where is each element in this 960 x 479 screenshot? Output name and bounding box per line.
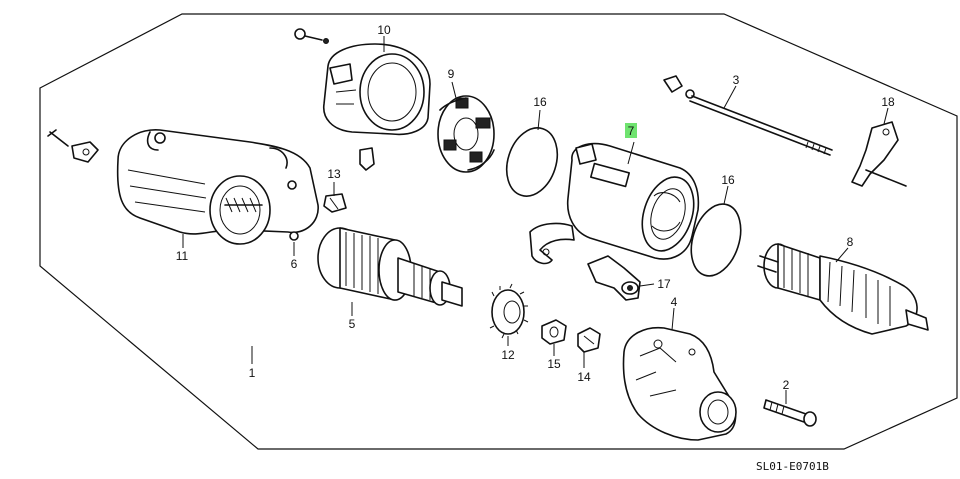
callout-17[interactable]: 17 <box>657 277 671 291</box>
callout-7[interactable]: 7 <box>628 124 635 138</box>
part-3-through-bolt[interactable] <box>663 75 833 156</box>
part-10-clip <box>359 147 375 171</box>
callout-13[interactable]: 13 <box>327 167 341 181</box>
callout-4[interactable]: 4 <box>671 295 678 309</box>
callouts: 1 2 3 4 5 6 7 8 9 10 11 12 13 14 15 16 1… <box>176 23 895 392</box>
callout-6[interactable]: 6 <box>291 257 298 271</box>
part-2-bolt[interactable] <box>763 399 817 427</box>
part-12-gear[interactable] <box>489 283 529 339</box>
callout-8[interactable]: 8 <box>847 235 854 249</box>
callout-15[interactable]: 15 <box>547 357 561 371</box>
part-13-bushing[interactable] <box>323 193 347 213</box>
part-8-armature[interactable] <box>757 243 929 335</box>
callout-2[interactable]: 2 <box>783 378 790 392</box>
callout-11[interactable]: 11 <box>176 249 189 263</box>
part-16-ring-b[interactable] <box>683 198 750 283</box>
callout-9[interactable]: 9 <box>448 67 455 81</box>
part-17-bracket[interactable] <box>587 255 641 301</box>
callout-18[interactable]: 18 <box>881 95 895 109</box>
reference-code: SL01-E0701B <box>756 460 829 473</box>
part-5-clutch[interactable] <box>317 227 463 307</box>
part-10-screw <box>294 28 329 44</box>
callout-12[interactable]: 12 <box>501 348 515 362</box>
part-15-retainer[interactable] <box>541 319 567 345</box>
assembly-frame <box>39 13 958 450</box>
part-6-ball[interactable] <box>289 231 299 241</box>
part-14-pawl[interactable] <box>577 327 601 353</box>
callout-3[interactable]: 3 <box>733 73 740 87</box>
part-4-front-housing[interactable] <box>622 326 737 441</box>
leader-lines <box>182 36 889 404</box>
part-7-lead <box>529 222 575 265</box>
callout-14[interactable]: 14 <box>577 370 591 384</box>
part-16-ring-a[interactable] <box>498 121 565 202</box>
callout-5[interactable]: 5 <box>349 317 356 331</box>
part-10-end-cover[interactable] <box>323 43 431 136</box>
part-7-yoke[interactable] <box>566 142 703 260</box>
callout-7-highlight <box>625 123 637 138</box>
part-9-brush-holder[interactable] <box>437 95 495 173</box>
part-18-stay[interactable] <box>851 121 907 187</box>
callout-16-right[interactable]: 16 <box>721 173 735 187</box>
callout-1[interactable]: 1 <box>249 366 256 380</box>
part-11-housing[interactable] <box>116 129 319 245</box>
part-11-bolt <box>47 129 99 163</box>
callout-16-left[interactable]: 16 <box>533 95 547 109</box>
callout-10[interactable]: 10 <box>377 23 391 37</box>
